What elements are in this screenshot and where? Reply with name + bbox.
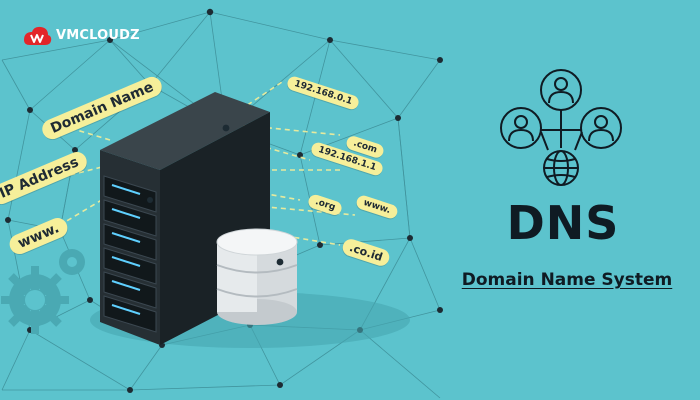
page-title: DNS [506,196,620,250]
database-icon [216,228,298,325]
vmcloudz-logo-icon [24,26,52,45]
gear-icon [1,249,85,334]
page-subtitle: Domain Name System [461,270,673,290]
user-icon [500,107,542,149]
globe-icon [543,150,579,186]
user-icon [540,69,582,111]
server-rack-icon [100,92,270,345]
brand-logo[interactable]: VMCLOUDZ [22,24,140,46]
brand-name: VMCLOUDZ [56,27,140,43]
network-users-diagram [540,109,583,151]
user-icon [580,107,622,149]
